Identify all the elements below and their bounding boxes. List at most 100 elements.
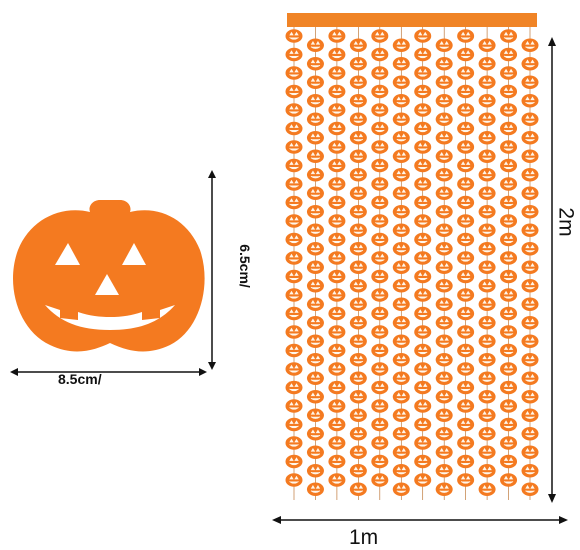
mini-jack-o-lantern-icon [392,371,410,386]
mini-jack-o-lantern-icon [392,426,410,441]
mini-jack-o-lantern-icon [349,186,367,201]
mini-jack-o-lantern-icon [457,473,475,487]
mini-jack-o-lantern-icon [457,84,475,99]
mini-jack-o-lantern-icon [478,167,496,182]
mini-jack-o-lantern-icon [349,75,367,90]
mini-jack-o-lantern-icon [435,482,453,497]
mini-jack-o-lantern-icon [478,352,496,367]
mini-jack-o-lantern-icon [285,177,303,191]
mini-jack-o-lantern-icon [500,103,518,117]
mini-jack-o-lantern-icon [435,130,453,145]
mini-jack-o-lantern-icon [521,278,539,293]
mini-jack-o-lantern-icon [306,112,324,127]
mini-jack-o-lantern-icon [328,66,346,80]
mini-jack-o-lantern-icon [349,93,367,108]
mini-jack-o-lantern-icon [392,204,410,219]
mini-jack-o-lantern-icon [521,167,539,182]
mini-jack-o-lantern-icon [457,140,475,154]
mini-jack-o-lantern-icon [478,241,496,256]
jack-o-lantern-icon [13,200,205,352]
mini-jack-o-lantern-icon [371,84,389,99]
mini-jack-o-lantern-icon [435,389,453,404]
mini-jack-o-lantern-icon [306,75,324,90]
mini-jack-o-lantern-icon [478,297,496,312]
mini-jack-o-lantern-icon [414,158,432,173]
mini-jack-o-lantern-icon [285,325,303,339]
mini-jack-o-lantern-icon [414,232,432,247]
mini-jack-o-lantern-icon [328,306,346,321]
mini-jack-o-lantern-icon [328,473,346,487]
mini-jack-o-lantern-icon [435,297,453,312]
mini-jack-o-lantern-icon [478,75,496,90]
mini-jack-o-lantern-icon [435,278,453,293]
mini-jack-o-lantern-icon [478,408,496,423]
mini-jack-o-lantern-icon [371,417,389,432]
mini-jack-o-lantern-icon [349,482,367,497]
mini-jack-o-lantern-icon [371,380,389,395]
mini-jack-o-lantern-icon [392,389,410,404]
mini-jack-o-lantern-icon [328,343,346,358]
mini-jack-o-lantern-icon [392,167,410,182]
mini-jack-o-lantern-icon [478,371,496,386]
mini-jack-o-lantern-icon [457,251,475,265]
mini-jack-o-lantern-icon [349,130,367,145]
mini-jack-o-lantern-icon [435,56,453,71]
mini-jack-o-lantern-icon [371,29,389,43]
mini-jack-o-lantern-icon [349,371,367,386]
mini-jack-o-lantern-icon [521,371,539,386]
mini-jack-o-lantern-icon [457,454,475,469]
mini-jack-o-lantern-icon [457,66,475,80]
mini-jack-o-lantern-icon [478,223,496,238]
mini-jack-o-lantern-icon [435,463,453,478]
mini-jack-o-lantern-icon [392,130,410,145]
mini-jack-o-lantern-icon [285,214,303,228]
mini-jack-o-lantern-icon [435,426,453,441]
mini-jack-o-lantern-icon [457,343,475,358]
mini-jack-o-lantern-icon [435,112,453,127]
mini-jack-o-lantern-icon [392,334,410,349]
mini-jack-o-lantern-icon [328,195,346,210]
mini-jack-o-lantern-icon [349,389,367,404]
mini-jack-o-lantern-icon [500,362,518,376]
mini-jack-o-lantern-icon [349,426,367,441]
mini-jack-o-lantern-icon [285,121,303,136]
mini-jack-o-lantern-icon [414,214,432,228]
mini-jack-o-lantern-icon [306,371,324,386]
mini-jack-o-lantern-icon [285,29,303,43]
mini-jack-o-lantern-icon [392,241,410,256]
mini-jack-o-lantern-icon [328,399,346,413]
mini-jack-o-lantern-icon [457,29,475,43]
mini-jack-o-lantern-icon [500,343,518,358]
mini-jack-o-lantern-icon [478,38,496,53]
single-height-label: 6.5cm/ [236,244,253,288]
mini-jack-o-lantern-icon [328,436,346,450]
mini-jack-o-lantern-icon [285,66,303,80]
curtain-rod [287,13,537,27]
mini-jack-o-lantern-icon [328,214,346,228]
mini-jack-o-lantern-icon [500,29,518,43]
mini-jack-o-lantern-icon [500,251,518,265]
mini-jack-o-lantern-icon [285,195,303,210]
mini-jack-o-lantern-icon [306,482,324,497]
mini-jack-o-lantern-icon [392,223,410,238]
mini-jack-o-lantern-icon [306,463,324,478]
mini-jack-o-lantern-icon [500,177,518,191]
mini-jack-o-lantern-icon [478,56,496,71]
mini-jack-o-lantern-icon [328,158,346,173]
mini-jack-o-lantern-icon [414,380,432,395]
mini-jack-o-lantern-icon [349,408,367,423]
mini-jack-o-lantern-icon [392,315,410,330]
mini-jack-o-lantern-icon [500,306,518,321]
mini-jack-o-lantern-icon [457,47,475,62]
mini-jack-o-lantern-icon [500,380,518,395]
mini-jack-o-lantern-icon [328,417,346,432]
mini-jack-o-lantern-icon [349,149,367,164]
mini-jack-o-lantern-icon [306,260,324,275]
mini-jack-o-lantern-icon [414,325,432,339]
mini-jack-o-lantern-icon [435,75,453,90]
mini-jack-o-lantern-icon [328,232,346,247]
mini-jack-o-lantern-icon [478,112,496,127]
mini-jack-o-lantern-icon [392,408,410,423]
mini-jack-o-lantern-icon [521,408,539,423]
mini-jack-o-lantern-icon [521,389,539,404]
